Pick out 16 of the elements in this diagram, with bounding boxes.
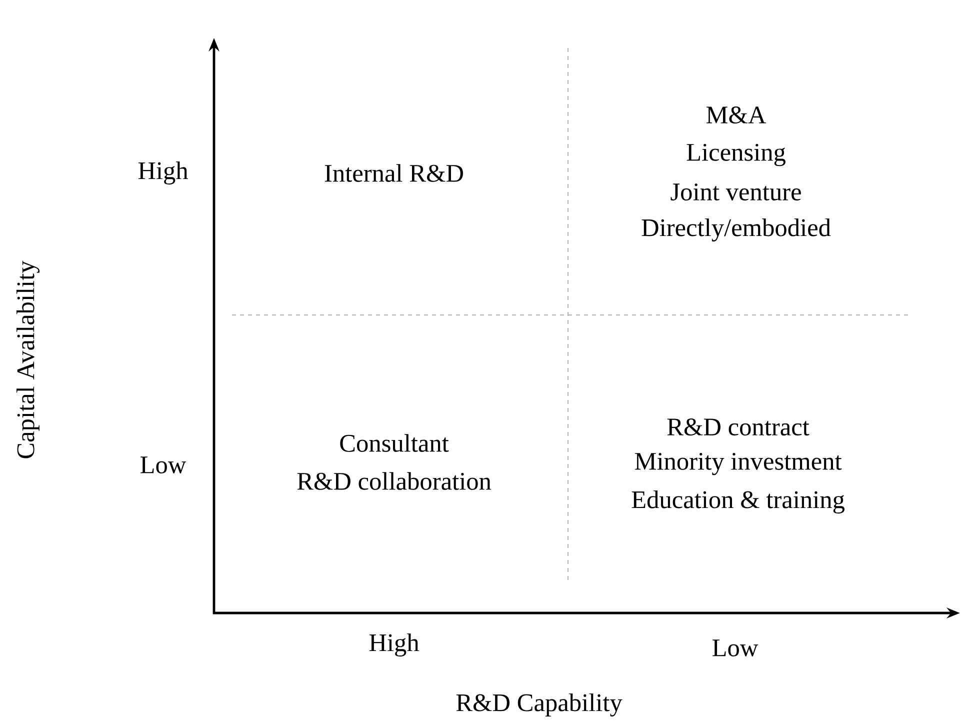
quadrant-text: R&D collaboration — [297, 472, 492, 490]
quadrant-text: Joint venture — [670, 183, 801, 200]
quadrant-text: M&A — [706, 106, 766, 124]
quadrant-text: Minority investment — [634, 452, 842, 476]
axis-tick-label: High — [138, 161, 188, 184]
quadrant-text: Education & training — [632, 490, 844, 514]
axis-title: Capital Availability — [16, 260, 40, 458]
quadrant-text: Licensing — [686, 144, 786, 166]
axis-tick-label: Low — [140, 456, 186, 474]
quadrant-text: Consultant — [340, 434, 449, 452]
quadrant-text: R&D contract — [667, 418, 810, 436]
axis-tick-label: High — [369, 633, 419, 656]
axis-title: R&D Capability — [456, 693, 622, 716]
axis-tick-label: Low — [712, 640, 758, 656]
quadrant-text: Internal R&D — [324, 164, 463, 182]
quadrant-text: Directly/embodied — [642, 218, 831, 242]
